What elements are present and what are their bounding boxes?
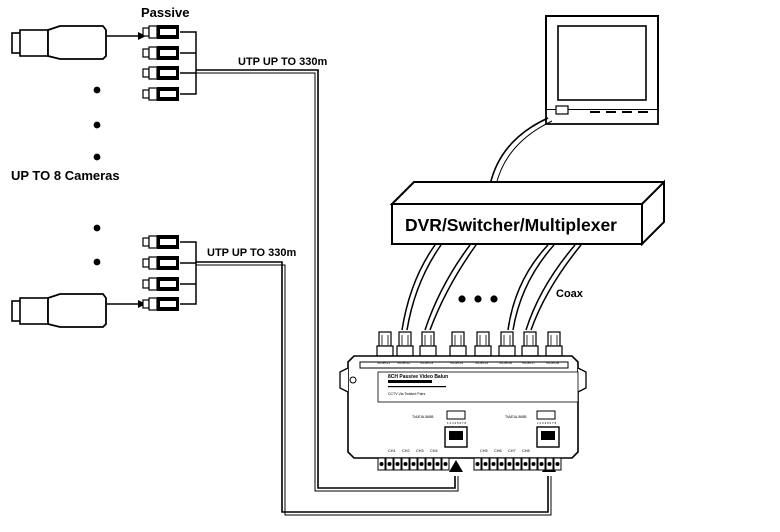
- video-port-label: VIDEO6: [499, 361, 512, 365]
- bnc-connector: [474, 331, 492, 357]
- channel-label: CH1: [388, 449, 396, 453]
- passive-balun-icon: [142, 87, 179, 101]
- passive-balun-icon: [142, 66, 179, 80]
- passive-label: Passive: [141, 5, 189, 20]
- passive-balun-icon: [142, 297, 179, 311]
- monitor-icon: [545, 15, 659, 125]
- camera-ellipsis-dots: [93, 86, 101, 266]
- terminal-blocks: [377, 457, 562, 471]
- bnc-connector: [449, 331, 467, 357]
- video-port-label: VIDEO1: [377, 361, 390, 365]
- video-balun-hub: [339, 331, 587, 471]
- bnc-connector: [396, 331, 414, 357]
- bnc-connector: [376, 331, 394, 357]
- utp-distance-label-top: UTP UP TO 330m: [238, 56, 327, 68]
- coax-cables: [401, 244, 582, 331]
- balun-subtitle: CCTV Via Twisted Pairs: [388, 392, 425, 396]
- channel-label: CH4: [430, 449, 438, 453]
- passive-balun-icon: [142, 235, 179, 249]
- camera-top: [11, 25, 146, 60]
- monitor-cable: [489, 117, 549, 186]
- rj45-standard-left: TIA/EIA-568B: [412, 415, 434, 419]
- utp-arrow-top: [449, 460, 463, 472]
- dvr-box: [389, 179, 665, 247]
- channel-label: CH5: [480, 449, 488, 453]
- bnc-connector: [419, 331, 437, 357]
- balun-title: 8CH Passive Video Balun: [388, 374, 448, 380]
- bnc-connector-row: [376, 331, 563, 357]
- video-port-label: VIDEO2: [397, 361, 410, 365]
- bnc-connector: [521, 331, 539, 357]
- channel-label: CH6: [494, 449, 502, 453]
- utp-distance-label-bottom: UTP UP TO 330m: [207, 247, 296, 259]
- coax-label: Coax: [556, 288, 584, 300]
- channel-labels: CH1 CH2 CH3 CH4 CH5 CH6 CH7 CH8: [388, 449, 530, 453]
- video-port-label: VIDEO4: [450, 361, 463, 365]
- balun-group-bottom: [142, 235, 179, 311]
- balun-bracket-bottom: [180, 241, 197, 305]
- video-port-label: VIDEO5: [475, 361, 488, 365]
- passive-balun-icon: [142, 46, 179, 60]
- utp-cable-top: [196, 69, 459, 492]
- bnc-connector: [498, 331, 516, 357]
- channel-label: CH2: [402, 449, 410, 453]
- video-port-label: VIDEO7: [522, 361, 535, 365]
- dvr-label: DVR/Switcher/Multiplexer: [405, 215, 617, 235]
- passive-balun-icon: [142, 25, 179, 39]
- balun-group-top: [142, 25, 179, 101]
- video-port-label: VIDEO3: [420, 361, 433, 365]
- rj45-pins-left: 1 2 3 4 5 6 7 8: [447, 421, 467, 425]
- video-port-labels: VIDEO1 VIDEO2 VIDEO3 VIDEO4 VIDEO5 VIDEO6 VIDE…: [377, 361, 559, 365]
- video-port-label: VIDEO8: [546, 361, 559, 365]
- passive-balun-icon: [142, 256, 179, 270]
- rj45-pins-right: 1 2 3 4 5 6 7 8: [537, 421, 557, 425]
- balun-bracket-top: [180, 31, 197, 95]
- utp-cable-bottom: [196, 261, 552, 516]
- passive-balun-icon: [142, 277, 179, 291]
- coax-ellipsis-dots: [458, 295, 498, 303]
- channel-label: CH8: [522, 449, 530, 453]
- bnc-connector: [545, 331, 563, 357]
- channel-label: CH7: [508, 449, 516, 453]
- channel-label: CH3: [416, 449, 424, 453]
- camera-bottom: [11, 293, 146, 328]
- rj45-standard-right: TIA/EIA-568B: [505, 415, 527, 419]
- camera-count-label: UP TO 8 Cameras: [11, 168, 120, 183]
